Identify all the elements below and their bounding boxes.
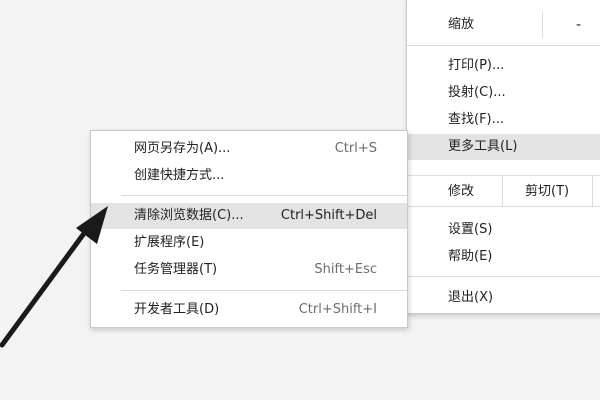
menu-item-task-manager[interactable]: 任务管理器(T) Shift+Esc [91,257,407,283]
cut-button[interactable]: 剪切(T) [503,176,593,206]
more-tools-submenu: 网页另存为(A)... Ctrl+S 创建快捷方式... 清除浏览数据(C)..… [90,130,408,328]
menu-item-create-shortcut[interactable]: 创建快捷方式... [91,163,407,189]
menu-item-help[interactable]: 帮助(E) [407,244,600,270]
zoom-label: 缩放 [448,17,475,32]
edit-row: 修改 剪切(T) [407,175,600,207]
menu-item-extensions[interactable]: 扩展程序(E) [91,230,407,256]
more-tools-label: 更多工具(L) [448,139,518,154]
menu-item-exit[interactable]: 退出(X) [407,285,600,311]
separator [407,45,600,46]
zoom-divider [542,12,543,38]
developer-tools-shortcut: Ctrl+Shift+I [298,302,377,317]
copy-button[interactable] [593,176,600,206]
zoom-out-button[interactable]: - [576,17,582,33]
menu-item-find[interactable]: 查找(F)... [407,107,600,133]
menu-item-cast[interactable]: 投射(C)... [407,80,600,106]
extensions-label: 扩展程序(E) [134,235,205,250]
settings-label: 设置(S) [448,222,493,237]
create-shortcut-label: 创建快捷方式... [134,168,225,183]
chrome-main-menu: 缩放 - 打印(P)... 投射(C)... 查找(F)... 更多工具(L) … [406,0,600,314]
separator [121,290,407,291]
clear-browsing-data-label: 清除浏览数据(C)... [134,208,244,223]
save-page-as-label: 网页另存为(A)... [134,141,231,156]
separator [121,195,407,196]
save-page-as-shortcut: Ctrl+S [334,141,377,156]
task-manager-shortcut: Shift+Esc [314,262,377,277]
menu-item-developer-tools[interactable]: 开发者工具(D) Ctrl+Shift+I [91,297,407,323]
edit-label: 修改 [407,176,503,206]
menu-item-clear-browsing-data[interactable]: 清除浏览数据(C)... Ctrl+Shift+Del [91,203,407,229]
menu-item-zoom: 缩放 - [407,12,600,38]
menu-item-more-tools[interactable]: 更多工具(L) [407,134,600,160]
task-manager-label: 任务管理器(T) [134,262,218,277]
find-label: 查找(F)... [448,112,505,127]
separator [407,276,600,277]
exit-label: 退出(X) [448,290,494,305]
menu-item-settings[interactable]: 设置(S) [407,217,600,243]
clear-browsing-data-shortcut: Ctrl+Shift+Del [280,208,377,223]
menu-item-print[interactable]: 打印(P)... [407,53,600,79]
print-label: 打印(P)... [448,58,505,73]
cast-label: 投射(C)... [448,85,506,100]
menu-item-save-page-as[interactable]: 网页另存为(A)... Ctrl+S [91,136,407,162]
developer-tools-label: 开发者工具(D) [134,302,220,317]
help-label: 帮助(E) [448,249,493,264]
